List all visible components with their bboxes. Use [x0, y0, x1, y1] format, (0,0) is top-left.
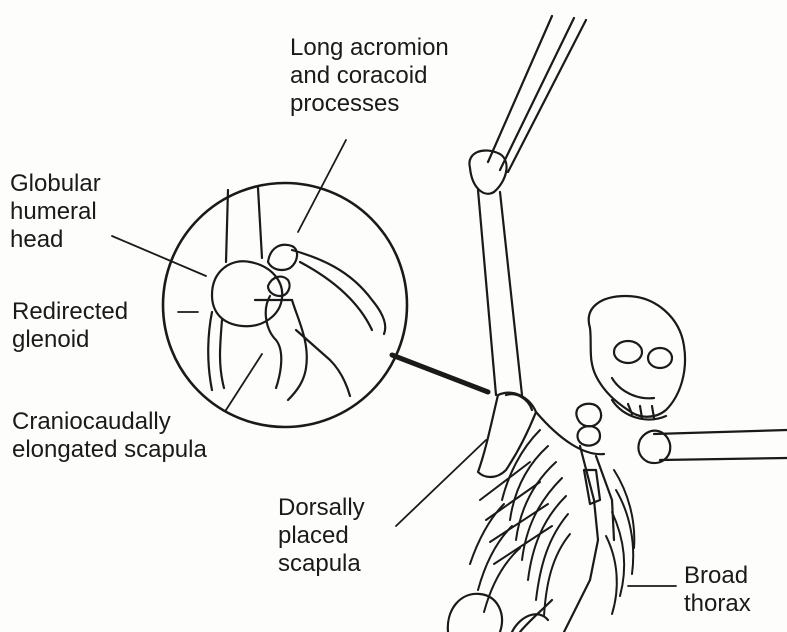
- right-humerus: [654, 430, 787, 460]
- label-thorax-line1: Broad: [684, 562, 751, 590]
- skull: [589, 296, 685, 417]
- label-glenoid-line2: glenoid: [12, 326, 128, 354]
- label-dorsal-scapula-line2: placed: [278, 522, 365, 550]
- label-thorax: Broad thorax: [684, 562, 751, 618]
- label-glenoid-line1: Redirected: [12, 298, 128, 326]
- label-acromion-line1: Long acromion: [290, 34, 449, 62]
- right-eye-socket: [648, 348, 672, 368]
- pelvis: [448, 594, 548, 632]
- label-thorax-line2: thorax: [684, 590, 751, 618]
- label-dorsal-scapula-line1: Dorsally: [278, 494, 365, 522]
- label-dorsal-scapula: Dorsally placed scapula: [278, 494, 365, 578]
- inset-circle: [163, 183, 407, 427]
- elbow-joint: [469, 150, 506, 193]
- label-elongated-scapula: Craniocaudally elongated scapula: [12, 408, 207, 464]
- label-elongated-scapula-line2: elongated scapula: [12, 436, 207, 464]
- leader-humeral-head: [112, 236, 206, 276]
- left-eye-socket: [614, 341, 642, 363]
- label-humeral-head-line1: Globular: [10, 170, 101, 198]
- label-humeral-head: Globular humeral head: [10, 170, 101, 254]
- label-acromion-line3: processes: [290, 90, 449, 118]
- label-acromion-line2: and coracoid: [290, 62, 449, 90]
- label-humeral-head-line2: humeral: [10, 198, 101, 226]
- ribcage: [470, 430, 634, 616]
- leader-dorsal-scapula: [396, 440, 486, 526]
- inset-humerus: [226, 188, 262, 262]
- inset-connector: [392, 355, 488, 392]
- label-humeral-head-line3: head: [10, 226, 101, 254]
- spine: [564, 446, 598, 632]
- label-dorsal-scapula-line3: scapula: [278, 550, 365, 578]
- leader-elongated-scapula: [226, 354, 262, 410]
- inset-acromion: [268, 245, 297, 270]
- neck-vertebrae: [576, 404, 601, 446]
- ape-skeleton: [448, 16, 787, 632]
- shoulder-inset: [163, 183, 488, 427]
- forearm-bone: [488, 16, 586, 172]
- humerus-bone: [478, 190, 522, 395]
- sternum: [584, 470, 600, 504]
- label-glenoid: Redirected glenoid: [12, 298, 128, 354]
- label-acromion: Long acromion and coracoid processes: [290, 34, 449, 118]
- label-elongated-scapula-line1: Craniocaudally: [12, 408, 207, 436]
